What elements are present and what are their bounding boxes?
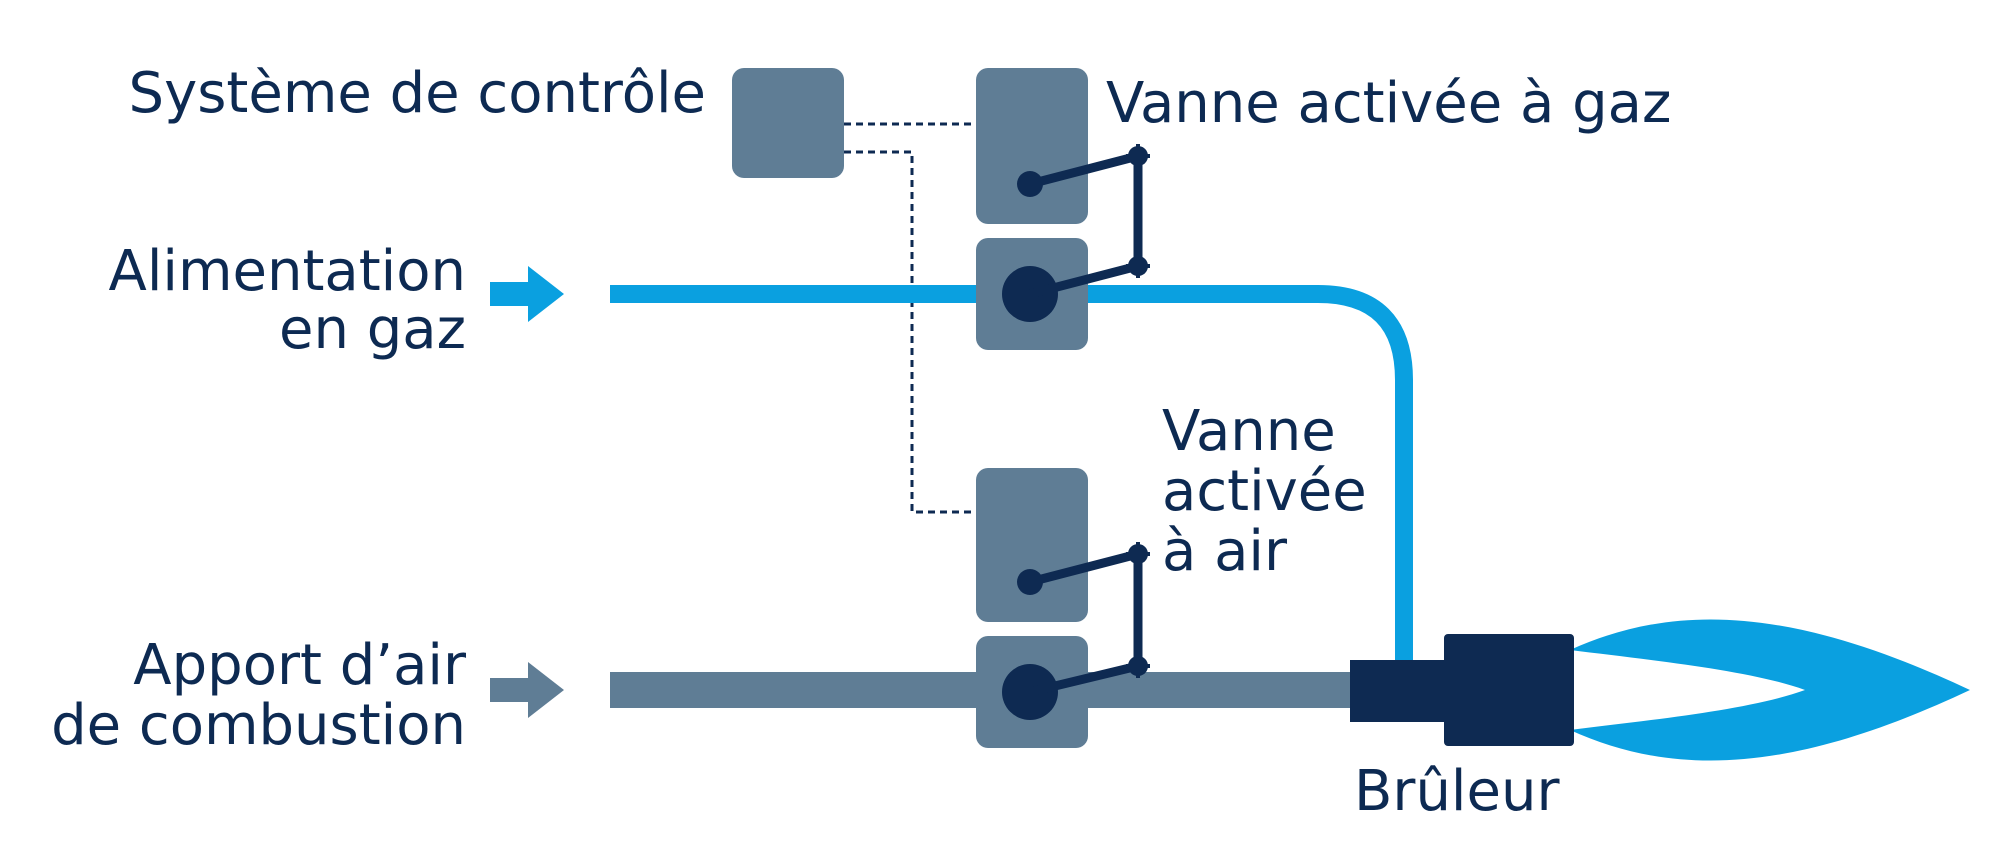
air-inlet-arrow-icon — [490, 662, 564, 718]
gas-inlet-arrow-icon — [490, 266, 564, 322]
air-valve-label-line1: Vanne — [1162, 399, 1336, 464]
gas-supply-label-line2: en gaz — [279, 297, 466, 362]
burner-label: Brûleur — [1354, 759, 1560, 824]
air-supply-label-line1: Apport d’air — [133, 633, 467, 698]
gas-linkage-pivots — [1126, 144, 1150, 278]
air-linkage-handle — [1017, 569, 1043, 595]
flame-icon — [1570, 619, 1970, 761]
air-valve-label-line3: à air — [1162, 519, 1288, 584]
air-actuator-box — [976, 468, 1088, 622]
gas-valve-linkage — [1025, 151, 1143, 299]
air-linkage-pivots — [1126, 542, 1150, 678]
gas-actuator-box — [976, 68, 1088, 224]
air-valve-linkage — [1025, 549, 1143, 697]
gas-supply-label-line1: Alimentation — [109, 239, 466, 304]
gas-linkage-handle — [1017, 171, 1043, 197]
gas-pipe — [610, 285, 1413, 678]
control-system-box — [732, 68, 844, 178]
air-valve-label-line2: activée — [1162, 459, 1367, 524]
control-system-label: Système de contrôle — [129, 61, 706, 126]
control-signal-line-air — [844, 150, 978, 514]
burner-nozzle — [1350, 660, 1450, 722]
gas-valve-label: Vanne activée à gaz — [1106, 71, 1671, 136]
air-supply-label-line2: de combustion — [51, 693, 466, 758]
burner-body — [1444, 634, 1574, 746]
